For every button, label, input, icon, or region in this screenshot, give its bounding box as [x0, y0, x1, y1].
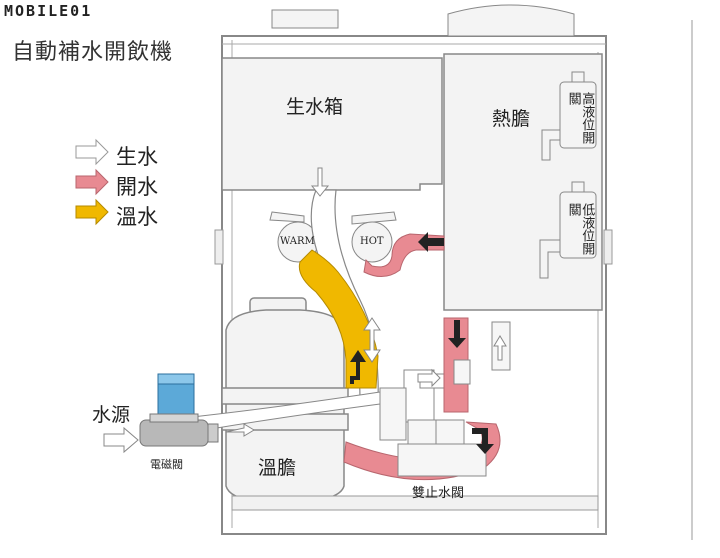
top-lid-right — [447, 4, 575, 37]
warm-tap — [269, 211, 319, 263]
warm-tank-label: 溫膽 — [258, 457, 297, 479]
low-level-switch-label: 低液位開關 — [565, 203, 595, 255]
base-plate — [231, 495, 599, 511]
hot-tap-label: HOT — [360, 236, 384, 247]
watermark-logo: MOBILE01 — [4, 2, 93, 20]
hot-tank-label: 熱膽 — [492, 108, 531, 130]
diagram-title: 自動補水開飲機 — [12, 40, 174, 65]
double-check-valve — [397, 419, 487, 477]
warm-flow-arrow — [350, 350, 366, 384]
legend-label-boiling: 開水 — [116, 175, 158, 199]
raw-flow-arrow-inlet — [225, 423, 255, 437]
raw-flow-arrow-mid — [363, 317, 381, 363]
boiling-flow-arrow-return — [472, 428, 494, 454]
raw-flow-arrow-top — [310, 167, 330, 197]
boiling-flow-arrow-down — [448, 320, 466, 348]
legend-arrow-warm — [75, 198, 109, 226]
warm-tap-label: WARM — [280, 236, 315, 247]
legend-label-raw: 生水 — [116, 145, 158, 169]
raw-flow-arrow-valve — [417, 368, 441, 388]
raw-flow-arrow-right — [493, 335, 507, 361]
low-level-switch — [539, 181, 597, 279]
legend-label-warm: 溫水 — [116, 205, 158, 229]
water-source-label: 水源 — [92, 404, 131, 426]
high-level-switch-label: 高液位開關 — [565, 92, 595, 144]
top-lid-left — [271, 9, 339, 29]
hot-flow-arrow — [418, 232, 444, 252]
solenoid-valve-label: 電磁閥 — [150, 458, 183, 471]
legend-arrow-raw — [75, 138, 109, 166]
solenoid-valve — [139, 373, 219, 447]
raw-tank-label: 生水箱 — [286, 96, 344, 118]
hot-tap — [351, 211, 397, 263]
water-source-arrow — [103, 426, 139, 454]
double-check-valve-label: 雙止水閥 — [412, 486, 465, 501]
legend-arrow-boiling — [75, 168, 109, 196]
raw-water-tank — [221, 57, 443, 191]
high-level-switch — [541, 71, 597, 161]
